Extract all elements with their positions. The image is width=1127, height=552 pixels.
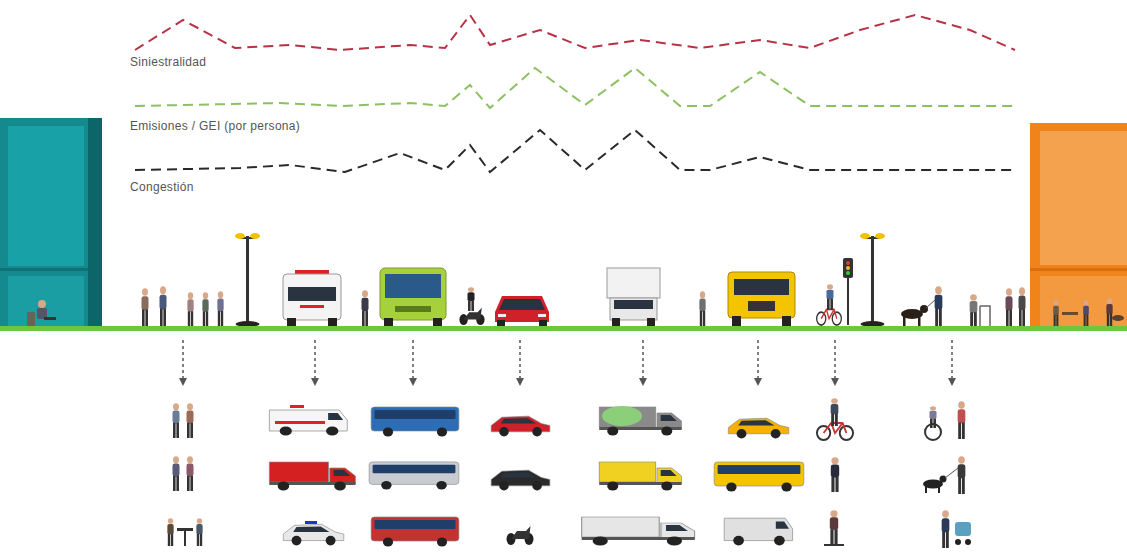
indicator-label: Emisiones / GEI (por persona) bbox=[130, 119, 300, 133]
indicator-label: Siniestralidad bbox=[130, 55, 206, 69]
building-right bbox=[1030, 123, 1127, 328]
indicator-label: Congestión bbox=[130, 180, 194, 194]
indicator-lines bbox=[135, 15, 1015, 172]
category-arrows bbox=[179, 340, 956, 386]
building-left bbox=[0, 118, 102, 328]
category-icons bbox=[167, 398, 971, 548]
street-scene bbox=[142, 233, 1026, 327]
ground-line bbox=[0, 326, 1127, 331]
